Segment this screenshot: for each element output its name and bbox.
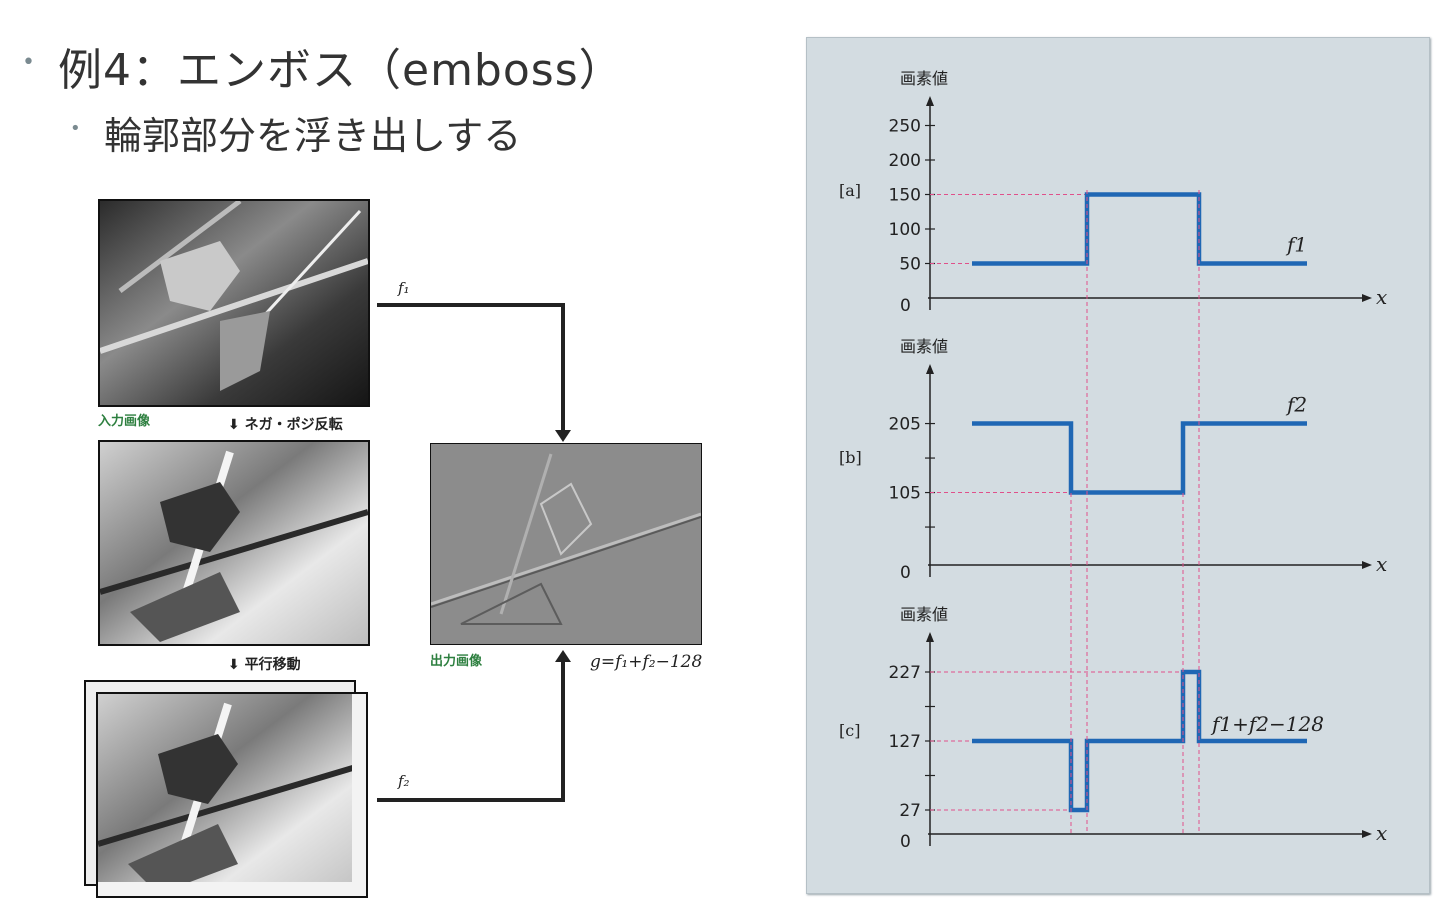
- series-label: f2: [1285, 393, 1307, 417]
- signal-line: [972, 192, 1307, 266]
- panel-tag: [a]: [839, 181, 861, 200]
- y-tick-label: 27: [899, 801, 921, 821]
- y-tick-label: 227: [889, 663, 921, 683]
- y-tick-label: 127: [889, 732, 921, 752]
- input-caption: 入力画像: [98, 414, 151, 429]
- f1-connector: [377, 303, 565, 430]
- series-label: f1+f2−128: [1210, 712, 1324, 736]
- y-axis-arrow-icon: [926, 96, 934, 106]
- f2-connector: [377, 660, 565, 802]
- panel-tag: [b]: [839, 448, 862, 467]
- f1-flow-label: f₁: [397, 279, 410, 297]
- origin-label: 0: [900, 563, 911, 583]
- y-tick-label: 105: [889, 484, 921, 504]
- x-axis-arrow-icon: [1362, 830, 1372, 838]
- y-tick-label: 50: [899, 255, 921, 275]
- step-invert-text: ネガ・ポジ反転: [244, 417, 343, 433]
- y-tick-label: 100: [889, 220, 921, 240]
- output-image: [430, 443, 702, 645]
- step-shift-label: ⬇ 平行移動: [228, 654, 301, 674]
- y-tick-label: 205: [889, 415, 921, 435]
- series-label: f1: [1285, 233, 1307, 257]
- y-tick-label: 200: [889, 151, 921, 171]
- x-axis-arrow-icon: [1362, 561, 1372, 569]
- y-axis-title: 画素値: [900, 69, 948, 88]
- down-arrow-icon: ⬇: [228, 657, 240, 673]
- signal-graphs: x 0 画素値 [a] 50 100 150 200 250 f1 x 0 画素値 [b] 105 205 f2…: [839, 69, 1387, 852]
- down-arrow-icon: ⬇: [228, 417, 240, 433]
- negative-image: [98, 440, 370, 646]
- arrow-head-icon: [555, 430, 571, 442]
- signal-graph-panel: x 0 画素値 [a] 50 100 150 200 250 f1 x 0 画素値 [b] 105 205 f2…: [806, 37, 1430, 894]
- arrow-head-icon: [555, 650, 571, 662]
- y-tick-label: 150: [889, 186, 921, 206]
- formula-label: g=f₁+f₂−128: [590, 652, 703, 672]
- x-axis-arrow-icon: [1362, 294, 1372, 302]
- signal-line: [972, 669, 1307, 813]
- bullet-dot-1: •: [22, 50, 35, 75]
- step-shift-text: 平行移動: [244, 657, 301, 673]
- y-axis-arrow-icon: [926, 364, 934, 374]
- flow-arrows: f₁ f₂: [377, 279, 571, 802]
- y-axis-arrow-icon: [926, 632, 934, 642]
- shifted-image: [96, 692, 368, 898]
- signal-line: [972, 421, 1307, 495]
- output-caption: 出力画像: [430, 654, 483, 669]
- f2-flow-label: f₂: [397, 772, 410, 790]
- step-invert-label: ⬇ ネガ・ポジ反転: [228, 414, 343, 434]
- x-axis-label: x: [1376, 821, 1387, 845]
- slide-title: 例4：エンボス（emboss）: [58, 45, 624, 96]
- input-image: [98, 199, 370, 407]
- origin-label: 0: [900, 296, 911, 316]
- slide-subtitle: 輪郭部分を浮き出しする: [104, 114, 522, 158]
- y-axis-title: 画素値: [900, 337, 948, 356]
- x-axis-label: x: [1376, 285, 1387, 309]
- origin-label: 0: [900, 832, 911, 852]
- bullet-dot-2: •: [70, 118, 81, 139]
- y-tick-label: 250: [889, 117, 921, 137]
- y-axis-title: 画素値: [900, 605, 948, 624]
- x-axis-label: x: [1376, 552, 1387, 576]
- panel-tag: [c]: [839, 721, 860, 740]
